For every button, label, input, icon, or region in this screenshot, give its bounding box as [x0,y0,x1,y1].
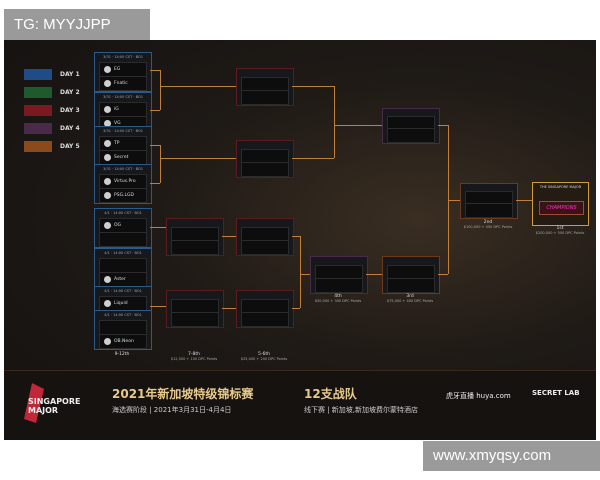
match-lower-r3-2[interactable] [236,290,294,328]
match-lower-final[interactable] [382,256,440,294]
legend-day-4: DAY 4 [24,122,94,135]
teams-count: 12支战队 [304,387,357,401]
secretlab-logo: SECRET LAB [532,389,580,397]
champions-label: CHAMPIONS [539,201,584,215]
match-lower-r2-1[interactable] [166,218,224,256]
singapore-major-logo: SINGAPORE MAJOR [18,379,80,431]
match-upper-r2-2[interactable] [236,140,294,178]
match-lower-r4[interactable] [310,256,368,294]
label-9-12th: 9-12th [114,352,130,357]
bracket-poster: DAY 1 DAY 2 DAY 3 DAY 4 DAY 5 3/31 · 14:… [4,40,596,440]
footer-banner: SINGAPORE MAJOR 2021年新加坡特级锦标赛 海选赛阶段 | 20… [4,370,596,440]
legend-day-3: DAY 3 [24,104,94,117]
label-7-8th: 7-8th$12,500 + 100 DPC Points [170,352,218,361]
match-lower-r2-2[interactable] [166,290,224,328]
label-5-6th: 5-6th$25,000 + 200 DPC Points [240,352,288,361]
match-lower-1[interactable]: 4/1 · 14:00 CST · BO1 OG [94,208,152,248]
label-2nd: 2nd$100,000 + 450 DPC Points [463,220,513,229]
venue: 线下赛 | 新加坡,新加坡费尔蒙特酒店 [304,406,419,414]
legend-day-5: DAY 5 [24,140,94,153]
match-lower-r3-1[interactable] [236,218,294,256]
legend-day-2: DAY 2 [24,86,94,99]
huya-logo: 虎牙直播 huya.com [446,392,511,400]
label-4th: 4th$50,000 + 300 DPC Points [314,294,362,303]
watermark-bottom-right: www.xmyqsy.com [423,441,600,471]
match-lower-4[interactable]: 4/1 · 14:00 CST · BO1 OB.Neon [94,310,152,350]
match-upper-final[interactable] [382,108,440,144]
match-upper-r2-1[interactable] [236,68,294,106]
match-upper-1[interactable]: 3/31 · 14:00 CST · BO1 EG Fnatic [94,52,152,92]
match-upper-3[interactable]: 3/31 · 14:00 CST · BO1 TP Secret [94,126,152,166]
label-1st: 1st$200,000 + 500 DPC Points [535,226,585,235]
match-upper-4[interactable]: 3/31 · 14:00 CST · BO1 Virtus.Pro PSG.LG… [94,164,152,204]
match-grand-final[interactable] [460,183,518,219]
champion-box: THE SINGAPORE MAJOR CHAMPIONS [532,182,589,226]
event-subtitle: 海选赛阶段 | 2021年3月31日-4月4日 [112,406,232,414]
event-title: 2021年新加坡特级锦标赛 [112,387,254,401]
match-lower-2[interactable]: 4/1 · 14:00 CST · BO1 Aster [94,248,152,288]
legend-day-1: DAY 1 [24,68,94,81]
label-3rd: 3rd$75,000 + 400 DPC Points [386,294,434,303]
watermark-top-left: TG: MYYJJPP [4,9,150,40]
